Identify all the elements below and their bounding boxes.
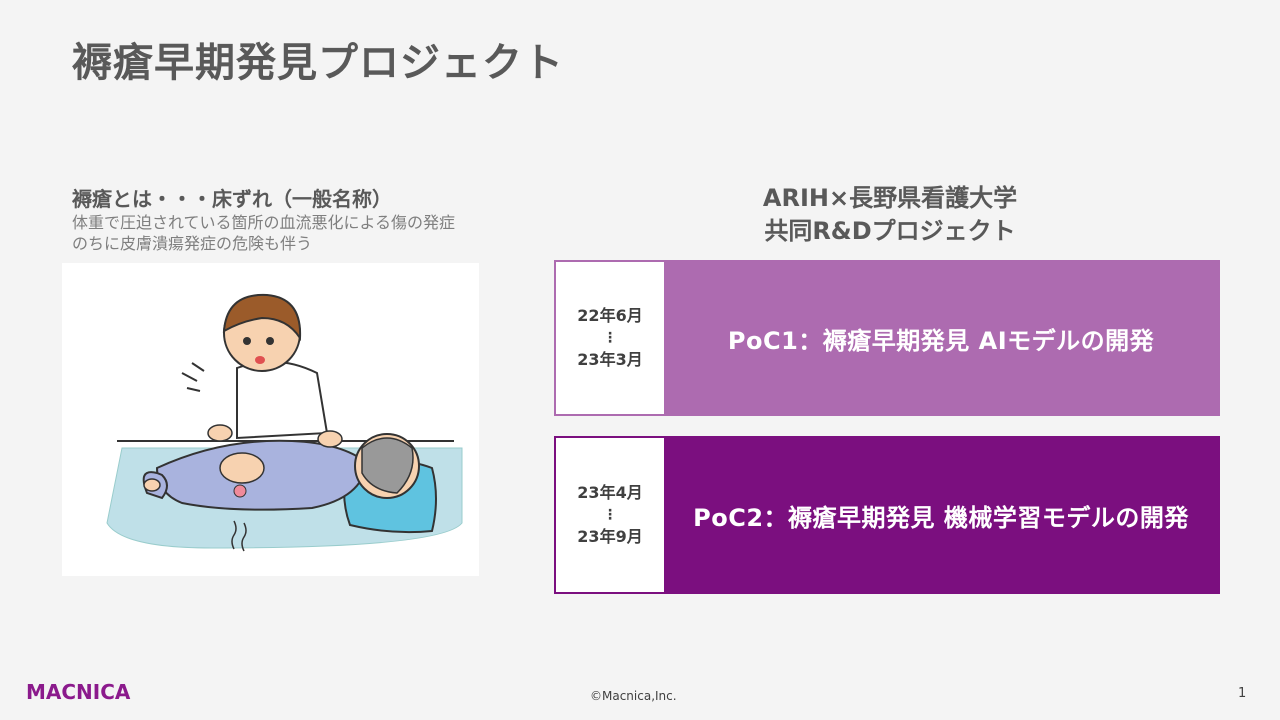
poc1-label: PoC1：褥瘡早期発見 AIモデルの開発 bbox=[664, 262, 1218, 414]
project-heading-line-1: ARIH×長野県看護大学 bbox=[762, 184, 1018, 212]
poc2-date-dots: ⋮ bbox=[603, 507, 617, 523]
page-title: 褥瘡早期発見プロジェクト bbox=[72, 40, 564, 86]
project-heading-line-2: 共同R&Dプロジェクト bbox=[764, 217, 1016, 245]
caregiver-illustration bbox=[62, 263, 479, 576]
poc2-label: PoC2：褥瘡早期発見 機械学習モデルの開発 bbox=[664, 438, 1218, 592]
macnica-logo: MACNICA bbox=[26, 680, 131, 704]
poc2-row: 23年4月 ⋮ 23年9月 PoC2：褥瘡早期発見 機械学習モデルの開発 bbox=[554, 436, 1220, 594]
page-number: 1 bbox=[1238, 686, 1247, 701]
poc2-end-date: 23年9月 bbox=[577, 527, 643, 546]
poc1-row: 22年6月 ⋮ 23年3月 PoC1：褥瘡早期発見 AIモデルの開発 bbox=[554, 260, 1220, 416]
project-heading: ARIH×長野県看護大学 共同R&Dプロジェクト bbox=[700, 182, 1080, 248]
poc1-dates: 22年6月 ⋮ 23年3月 bbox=[556, 262, 664, 414]
pressure-ulcer-heading: 褥瘡とは・・・床ずれ（一般名称） bbox=[72, 187, 392, 211]
poc2-start-date: 23年4月 bbox=[577, 483, 643, 502]
poc1-date-dots: ⋮ bbox=[603, 330, 617, 346]
poc1-start-date: 22年6月 bbox=[577, 306, 643, 325]
description-line-2: のちに皮膚潰瘍発症の危険も伴う bbox=[72, 234, 313, 253]
copyright-text: ©Macnica,Inc. bbox=[590, 689, 677, 703]
poc2-dates: 23年4月 ⋮ 23年9月 bbox=[556, 438, 664, 592]
pressure-ulcer-description: 体重で圧迫されている箇所の血流悪化による傷の発症 のちに皮膚潰瘍発症の危険も伴う bbox=[72, 212, 455, 254]
description-line-1: 体重で圧迫されている箇所の血流悪化による傷の発症 bbox=[72, 213, 456, 232]
poc1-end-date: 23年3月 bbox=[577, 350, 643, 369]
